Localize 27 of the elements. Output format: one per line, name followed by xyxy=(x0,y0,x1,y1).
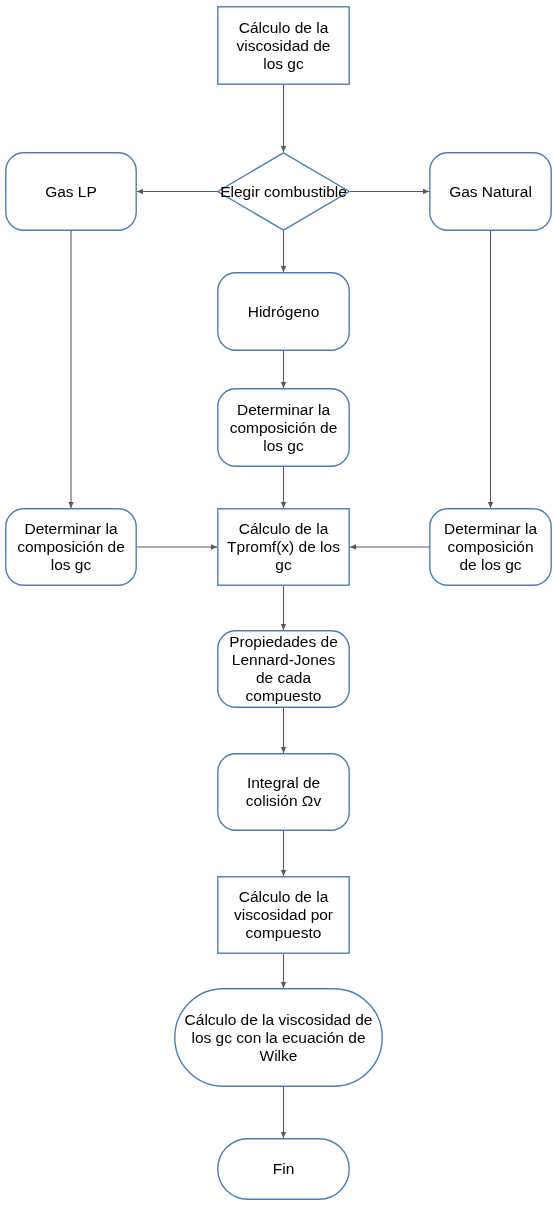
arrow xyxy=(280,466,287,509)
arrow xyxy=(280,585,287,631)
arrow xyxy=(280,350,287,389)
process-box: Cálculo de la viscosidad de los gc xyxy=(217,6,350,85)
rounded-process-box: Gas LP xyxy=(5,152,137,231)
arrow xyxy=(136,188,218,195)
arrow xyxy=(349,188,430,195)
arrow xyxy=(136,544,218,550)
arrow xyxy=(280,230,287,273)
arrow xyxy=(487,230,494,509)
arrow xyxy=(280,953,287,989)
arrow xyxy=(68,230,74,509)
rounded-process-box: Integral de colisión Ωv xyxy=(217,753,350,831)
arrow xyxy=(280,830,287,877)
arrow xyxy=(280,1086,287,1139)
rounded-process-box: Hidrógeno xyxy=(217,272,350,351)
rounded-process-box: Determinar la composición de los gc xyxy=(217,388,350,467)
process-box: Cálculo de la viscosidad por compuesto xyxy=(217,876,350,954)
process-box: Cálculo de la Tpromf(x) de los gc xyxy=(217,508,350,586)
rounded-process-box: Gas Natural xyxy=(429,152,552,231)
rounded-process-box: Determinar la composición de los gc xyxy=(5,508,137,586)
decision-diamond: Elegir combustible xyxy=(217,152,350,231)
rounded-process-box: Determinar la composición de los gc xyxy=(429,508,552,586)
arrow xyxy=(280,84,287,153)
arrow xyxy=(349,544,430,550)
arrow xyxy=(280,707,287,754)
rounded-process-box: Propiedades de Lennard-Jones de cada compuesto xyxy=(217,630,350,708)
